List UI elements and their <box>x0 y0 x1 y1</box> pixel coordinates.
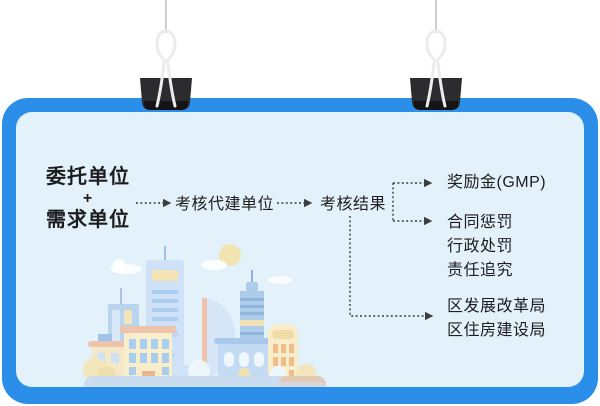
outcome-agencies-block: 区发展改革局 区住房建设局 <box>447 295 546 343</box>
city-illustration <box>83 244 326 387</box>
ground <box>84 376 326 387</box>
flow-source-block: 委托单位 + 需求单位 <box>32 166 144 232</box>
outcome-penalties-block: 合同惩罚 行政处罚 责任追究 <box>447 211 513 283</box>
flow-step-assess-agent-label: 考核代建单位 <box>175 196 275 213</box>
board-panel <box>16 112 584 387</box>
binder-clip-icon <box>410 0 462 110</box>
binder-clip-icon <box>140 0 192 110</box>
office-building-icon <box>120 326 176 382</box>
clip-bottom-lip <box>414 101 458 110</box>
penalty-accountability-label: 责任追究 <box>447 262 514 279</box>
penalty-contract-label: 合同惩罚 <box>447 214 514 231</box>
outcome-reward-label: 奖励金(GMP) <box>447 174 547 191</box>
plus-sign: + <box>82 190 94 207</box>
board <box>2 98 598 404</box>
agency-housing-construction-label: 区住房建设局 <box>447 322 547 339</box>
sun-icon <box>201 244 241 270</box>
source-entrusting-unit-label: 委托单位 <box>46 166 130 188</box>
dome-building-icon <box>214 338 274 382</box>
cloud-icon <box>110 259 292 284</box>
clip-wire-handle <box>155 29 177 108</box>
source-demand-unit-label: 需求单位 <box>46 209 130 231</box>
penalty-administrative-label: 行政处罚 <box>447 238 514 255</box>
flow-step-assessment-result-label: 考核结果 <box>320 196 387 213</box>
clip-wire-handle <box>425 29 447 108</box>
agency-development-reform-label: 区发展改革局 <box>447 298 547 315</box>
clip-bottom-lip <box>144 101 188 110</box>
